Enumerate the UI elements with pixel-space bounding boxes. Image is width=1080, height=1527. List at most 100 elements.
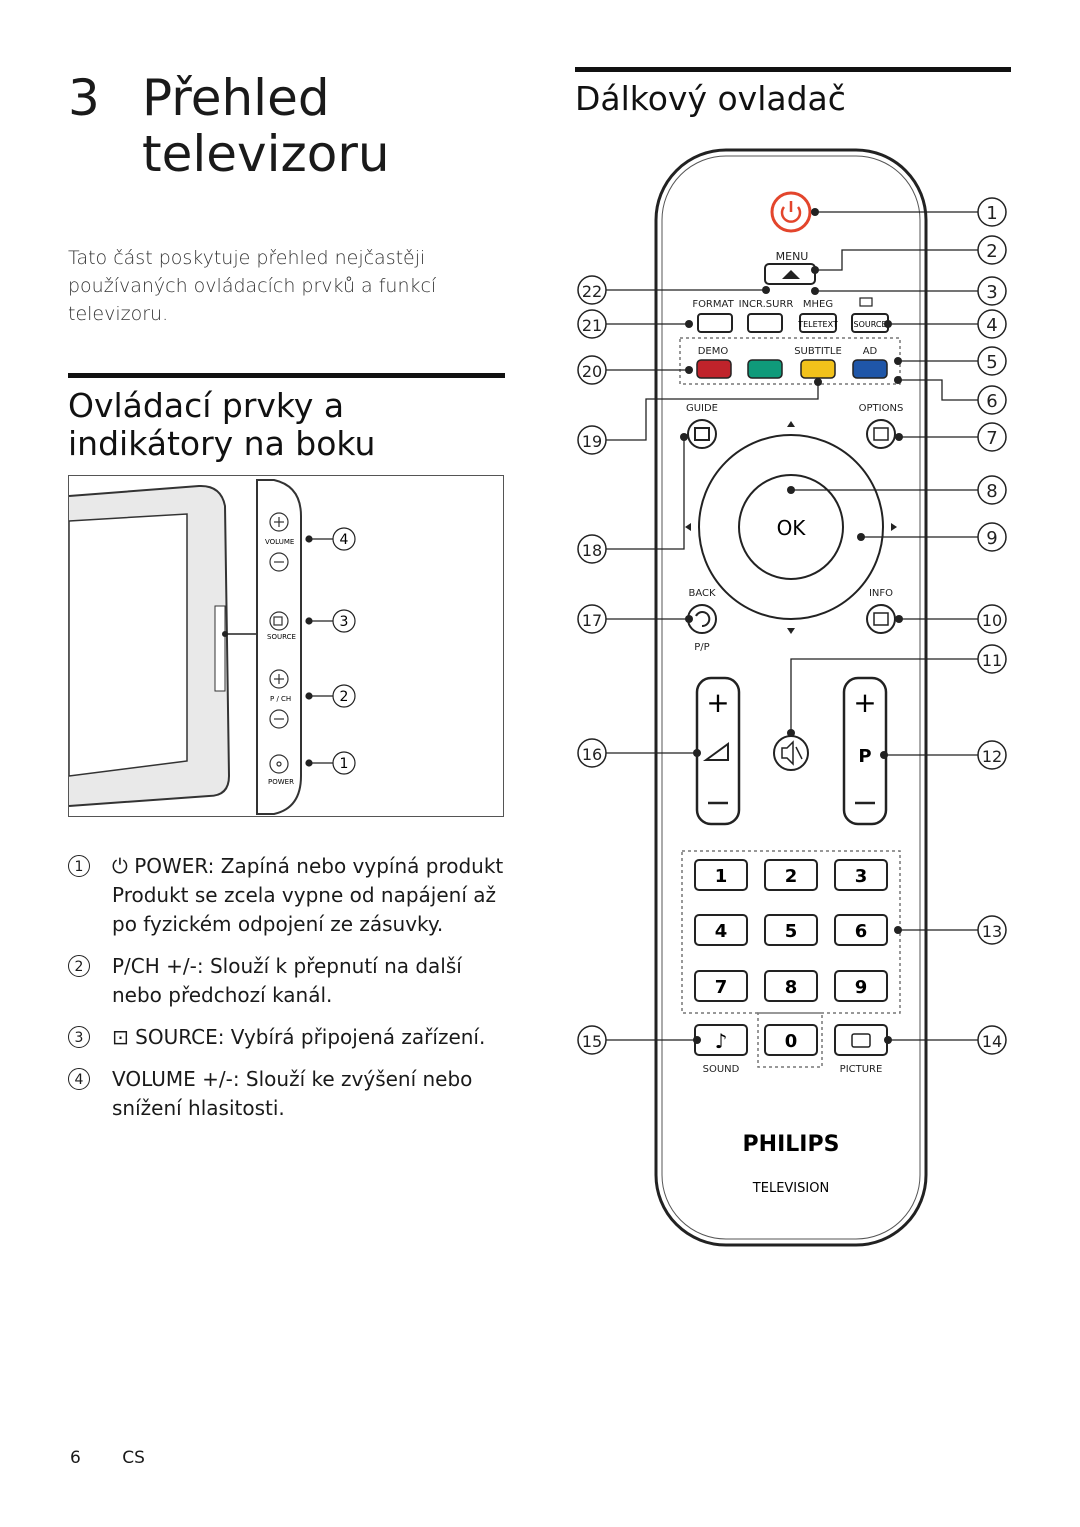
- digit-1: 1: [715, 866, 728, 887]
- power-icon: ⏻: [112, 854, 135, 878]
- left-arrow-icon: [685, 523, 691, 531]
- side-controls-title: Ovládací prvky a indikátory na boku: [68, 386, 376, 463]
- mute-button: [773, 735, 809, 771]
- yellow-button: [800, 359, 836, 379]
- callout-18: 18: [582, 541, 602, 560]
- callout-17: 17: [582, 611, 602, 630]
- side-callout-2: 2: [340, 689, 349, 705]
- callout-13: 13: [982, 922, 1002, 941]
- side-controls-list: 1 ⏻ POWER: Zapíná nebo vypíná produkt Pr…: [68, 852, 508, 1136]
- source-label: SOURCE: [853, 320, 886, 329]
- ad-label: AD: [863, 346, 878, 357]
- source-icon: ⊡: [112, 1025, 136, 1049]
- callout-22: 22: [582, 282, 602, 301]
- format-button: [697, 313, 733, 333]
- ok-button: [738, 474, 844, 580]
- callout-6: 6: [986, 391, 997, 412]
- incr-surr-label: INCR.SURR: [739, 299, 794, 310]
- chapter-title: Přehled televizoru: [142, 69, 390, 183]
- picture-icon: [851, 1033, 871, 1048]
- vol-plus-icon: +: [706, 686, 729, 719]
- digit-4: 4: [715, 921, 728, 942]
- brand-logo: PHILIPS: [743, 1132, 840, 1157]
- callout-5: 5: [986, 352, 997, 373]
- item-text: POWER: Zapíná nebo vypíná produkt Produk…: [112, 854, 504, 936]
- item-text: SOURCE: Vybírá připojená zařízení.: [135, 1025, 486, 1049]
- remote-section-rule: [575, 67, 1011, 72]
- section-rule: [68, 373, 505, 378]
- item-text: VOLUME +/-: Slouží ke zvýšení nebo sníže…: [112, 1067, 473, 1120]
- callout-2: 2: [986, 241, 997, 262]
- source-icon: [859, 297, 873, 307]
- digit-5: 5: [785, 921, 798, 942]
- power-icon: [780, 206, 802, 223]
- options-button: [866, 419, 896, 449]
- side-callout-4: 4: [340, 532, 349, 548]
- blue-button: [852, 359, 888, 379]
- guide-button: [687, 419, 717, 449]
- prog-plus-icon: +: [853, 686, 876, 719]
- side-callout-3: 3: [340, 614, 349, 630]
- right-arrow-icon: [891, 523, 897, 531]
- list-item: 2 P/CH +/-: Slouží k přepnutí na další n…: [68, 952, 508, 1010]
- digit-8: 8: [785, 977, 798, 998]
- digit-7: 7: [715, 977, 728, 998]
- digit-2: 2: [785, 866, 798, 887]
- p-label: P: [858, 746, 871, 767]
- pp-label: P/P: [694, 642, 709, 653]
- red-button: [696, 359, 732, 379]
- item-number: 3: [68, 1026, 90, 1048]
- panel-power-label: POWER: [268, 778, 294, 786]
- down-arrow-icon: [787, 628, 795, 634]
- callout-11: 11: [982, 651, 1002, 670]
- teletext-button: [799, 313, 837, 333]
- mheg-label: MHEG: [803, 299, 833, 310]
- back-icon: [695, 611, 711, 628]
- remote-illustration: MENU FORMAT INCR.SURR MHEG TELETEXT SOUR…: [577, 148, 1007, 1247]
- options-icon: [873, 427, 889, 441]
- chapter-number: 3: [68, 69, 100, 127]
- options-label: OPTIONS: [859, 403, 904, 414]
- callout-21: 21: [582, 316, 602, 335]
- guide-label: GUIDE: [686, 403, 718, 414]
- page-footer: 6 CS: [70, 1448, 181, 1468]
- remote-title: Dálkový ovladač: [575, 79, 846, 118]
- volume-icon: [702, 742, 729, 761]
- list-item: 4 VOLUME +/-: Slouží ke zvýšení nebo sní…: [68, 1065, 508, 1123]
- digit-6: 6: [855, 921, 868, 942]
- item-text: P/CH +/-: Slouží k přepnutí na další neb…: [112, 954, 462, 1007]
- sound-label: SOUND: [703, 1064, 740, 1075]
- info-label: INFO: [869, 588, 893, 599]
- tv-side-illustration: VOLUME SOURCE P / CH POWER 4 3 2 1: [68, 475, 504, 817]
- panel-source-label: SOURCE: [267, 633, 296, 641]
- menu-label: MENU: [776, 250, 809, 263]
- panel-pch-label: P / CH: [270, 695, 291, 703]
- callout-4: 4: [986, 315, 997, 336]
- mute-icon: [781, 740, 794, 766]
- callout-7: 7: [986, 428, 997, 449]
- ok-label: OK: [777, 516, 807, 540]
- list-item: 3 ⊡ SOURCE: Vybírá připojená zařízení.: [68, 1023, 508, 1052]
- subtitle-label: SUBTITLE: [794, 346, 842, 357]
- item-number: 1: [68, 855, 90, 877]
- brand-sub: TELEVISION: [752, 1181, 829, 1196]
- sound-icon: ♪: [715, 1029, 728, 1053]
- panel-volume-label: VOLUME: [265, 538, 294, 546]
- item-number: 4: [68, 1068, 90, 1090]
- picture-label: PICTURE: [840, 1064, 883, 1075]
- side-callout-1: 1: [340, 756, 349, 772]
- format-label: FORMAT: [692, 299, 734, 310]
- demo-label: DEMO: [698, 346, 729, 357]
- digit-3: 3: [855, 866, 868, 887]
- callout-20: 20: [582, 362, 602, 381]
- incr-surr-button: [747, 313, 783, 333]
- callout-19: 19: [582, 432, 602, 451]
- callout-10: 10: [982, 611, 1002, 630]
- info-button: [866, 604, 896, 634]
- up-arrow-icon: [787, 421, 795, 427]
- green-button: [747, 359, 783, 379]
- home-icon: [782, 270, 800, 279]
- callout-15: 15: [582, 1032, 602, 1051]
- digit-keys: [694, 859, 888, 1056]
- teletext-label: TELETEXT: [797, 320, 838, 329]
